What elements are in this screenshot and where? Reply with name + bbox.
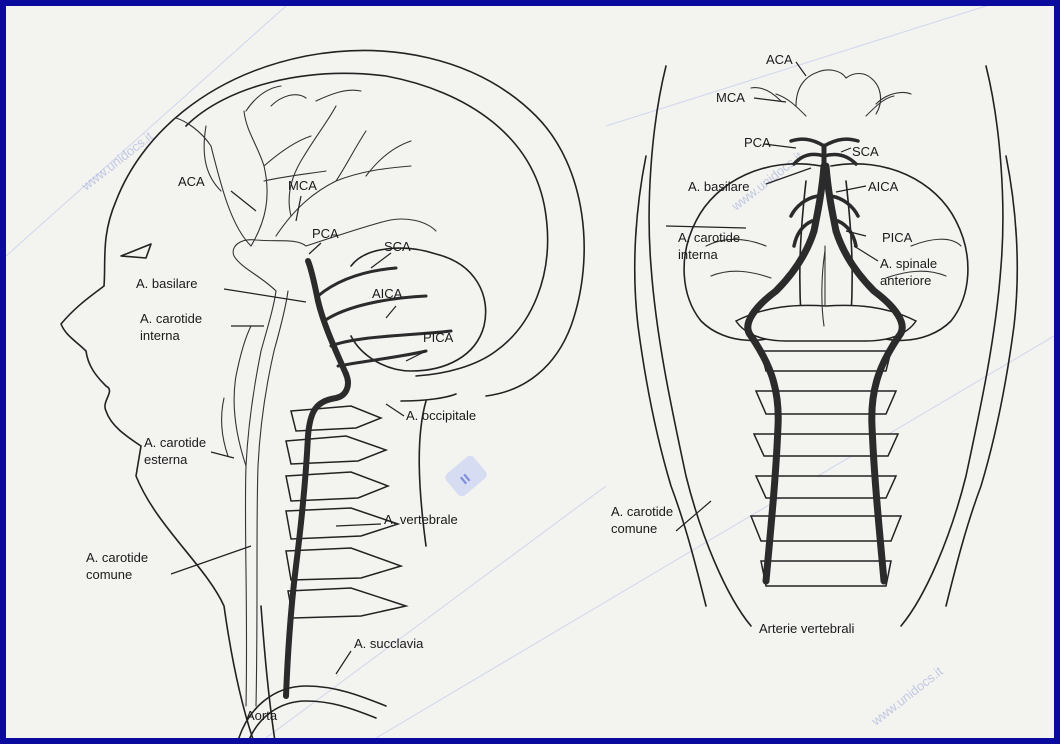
anatomy-diagram: www.unidocs.it www.unidocs.it www.unidoc… <box>6 6 1054 738</box>
label-occipitale: A. occipitale <box>406 408 476 423</box>
label-aorta: Aorta <box>246 708 278 723</box>
label-spinale-2: anteriore <box>880 273 931 288</box>
watermark-text: www.unidocs.it <box>78 128 156 194</box>
label-pica: PICA <box>423 330 454 345</box>
label-vertebrale: A. vertebrale <box>384 512 458 527</box>
caption-arterie-vertebrali: Arterie vertebrali <box>759 621 854 636</box>
label-carotide-interna-posterior-2: interna <box>678 247 719 262</box>
lateral-head-figure: ACA MCA PCA SCA AICA PICA A. basilare A.… <box>61 51 584 738</box>
label-carotide-comune-1: A. carotide <box>86 550 148 565</box>
label-basilare-posterior: A. basilare <box>688 179 749 194</box>
label-aca: ACA <box>178 174 205 189</box>
label-aica: AICA <box>372 286 403 301</box>
label-sca: SCA <box>384 239 411 254</box>
label-carotide-interna-1: A. carotide <box>140 311 202 326</box>
label-sca-posterior: SCA <box>852 144 879 159</box>
label-pca: PCA <box>312 226 339 241</box>
label-basilare: A. basilare <box>136 276 197 291</box>
label-pca-posterior: PCA <box>744 135 771 150</box>
cerebral-arteries-lateral <box>176 86 436 246</box>
label-mca: MCA <box>288 178 317 193</box>
posterior-head-figure: ACA MCA PCA SCA A. basilare AICA A. caro… <box>611 52 1017 636</box>
label-carotide-comune-posterior-1: A. carotide <box>611 504 673 519</box>
watermark-text: www.unidocs.it <box>868 663 946 729</box>
unidocs-logo-icon: ıı <box>443 454 489 499</box>
label-carotide-esterna-2: esterna <box>144 452 188 467</box>
label-aca-posterior: ACA <box>766 52 793 67</box>
label-carotide-comune-2: comune <box>86 567 132 582</box>
label-carotide-esterna-1: A. carotide <box>144 435 206 450</box>
label-succlavia: A. succlavia <box>354 636 424 651</box>
label-mca-posterior: MCA <box>716 90 745 105</box>
watermark-layer: www.unidocs.it www.unidocs.it www.unidoc… <box>6 6 1054 738</box>
label-pica-posterior: PICA <box>882 230 913 245</box>
diagram-panel: www.unidocs.it www.unidocs.it www.unidoc… <box>6 6 1054 738</box>
label-spinale-1: A. spinale <box>880 256 937 271</box>
label-aica-posterior: AICA <box>868 179 899 194</box>
label-carotide-interna-2: interna <box>140 328 181 343</box>
label-carotide-comune-posterior-2: comune <box>611 521 657 536</box>
label-carotide-interna-posterior-1: A. carotide <box>678 230 740 245</box>
